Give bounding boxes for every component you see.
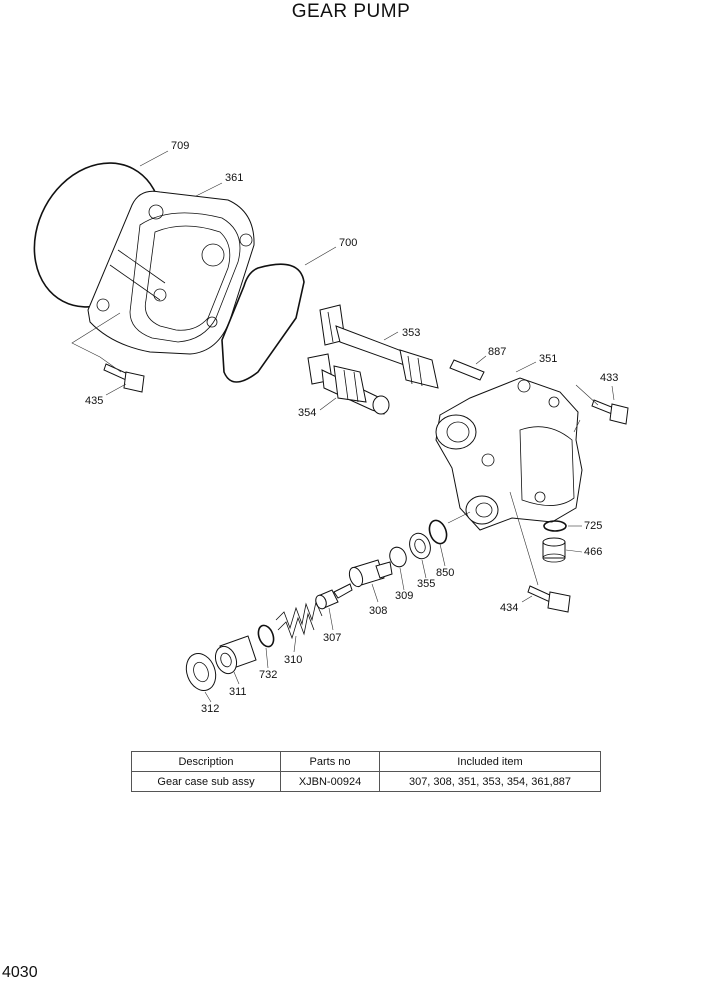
callout-725: 725: [584, 520, 602, 532]
part-434-bolt: [527, 585, 571, 613]
part-887-pin: [449, 359, 485, 381]
callout-709: 709: [171, 140, 189, 152]
part-307-poppet: [315, 583, 353, 610]
page-number: 4030: [2, 964, 38, 981]
part-725-o-ring: [543, 520, 567, 532]
callout-466: 466: [584, 546, 602, 558]
callout-308: 308: [369, 605, 387, 617]
part-353-drive-shaft: [319, 304, 439, 389]
table-row: Gear case sub assy XJBN-00924 307, 308, …: [131, 771, 601, 792]
callout-311: 311: [229, 686, 247, 698]
cell-parts-no: XJBN-00924: [280, 771, 380, 792]
callout-351: 351: [539, 353, 557, 365]
cell-included-item: 307, 308, 351, 353, 354, 361,887: [379, 771, 601, 792]
part-354-driven-shaft: [307, 353, 390, 415]
callout-434: 434: [500, 602, 518, 614]
callout-887: 887: [488, 346, 506, 358]
callout-355: 355: [417, 578, 435, 590]
assembly-guide-lines: [71, 312, 599, 586]
column-header-included-item: Included item: [379, 751, 601, 772]
part-311-plug: [214, 635, 257, 675]
callout-353: 353: [402, 327, 420, 339]
part-732-o-ring: [257, 624, 275, 648]
callout-732: 732: [259, 669, 277, 681]
callout-700: 700: [339, 237, 357, 249]
part-435-bolt: [103, 363, 145, 393]
part-850-snap-ring: [428, 519, 448, 545]
callout-labels: 709 361 700 353 887 351 433 435 354 725 …: [85, 140, 618, 715]
included-items-table: Description Parts no Included item Gear …: [131, 751, 601, 792]
callout-361: 361: [225, 172, 243, 184]
part-433-bolt: [591, 399, 629, 425]
part-308-valve-sleeve: [348, 559, 393, 588]
callout-312: 312: [201, 703, 219, 715]
callout-354: 354: [298, 407, 316, 419]
page-title: GEAR PUMP: [291, 1, 411, 22]
callout-435: 435: [85, 395, 103, 407]
column-header-parts-no: Parts no: [280, 751, 380, 772]
callout-309: 309: [395, 590, 413, 602]
callout-433: 433: [600, 372, 618, 384]
part-700-gasket: [221, 263, 305, 383]
part-355-bearing: [409, 532, 431, 560]
column-header-description: Description: [131, 751, 281, 772]
part-361-cover: [87, 190, 255, 355]
part-310-spring: [275, 600, 323, 640]
part-309-spacer: [389, 546, 407, 568]
callout-310: 310: [284, 654, 302, 666]
table-header-row: Description Parts no Included item: [131, 751, 601, 772]
callout-leader-lines: [105, 150, 615, 703]
cell-description: Gear case sub assy: [131, 771, 281, 792]
part-466-plug: [542, 537, 566, 563]
callout-850: 850: [436, 567, 454, 579]
callout-307: 307: [323, 632, 341, 644]
part-312-washer: [185, 653, 217, 691]
part-351-gear-case: [435, 377, 583, 531]
